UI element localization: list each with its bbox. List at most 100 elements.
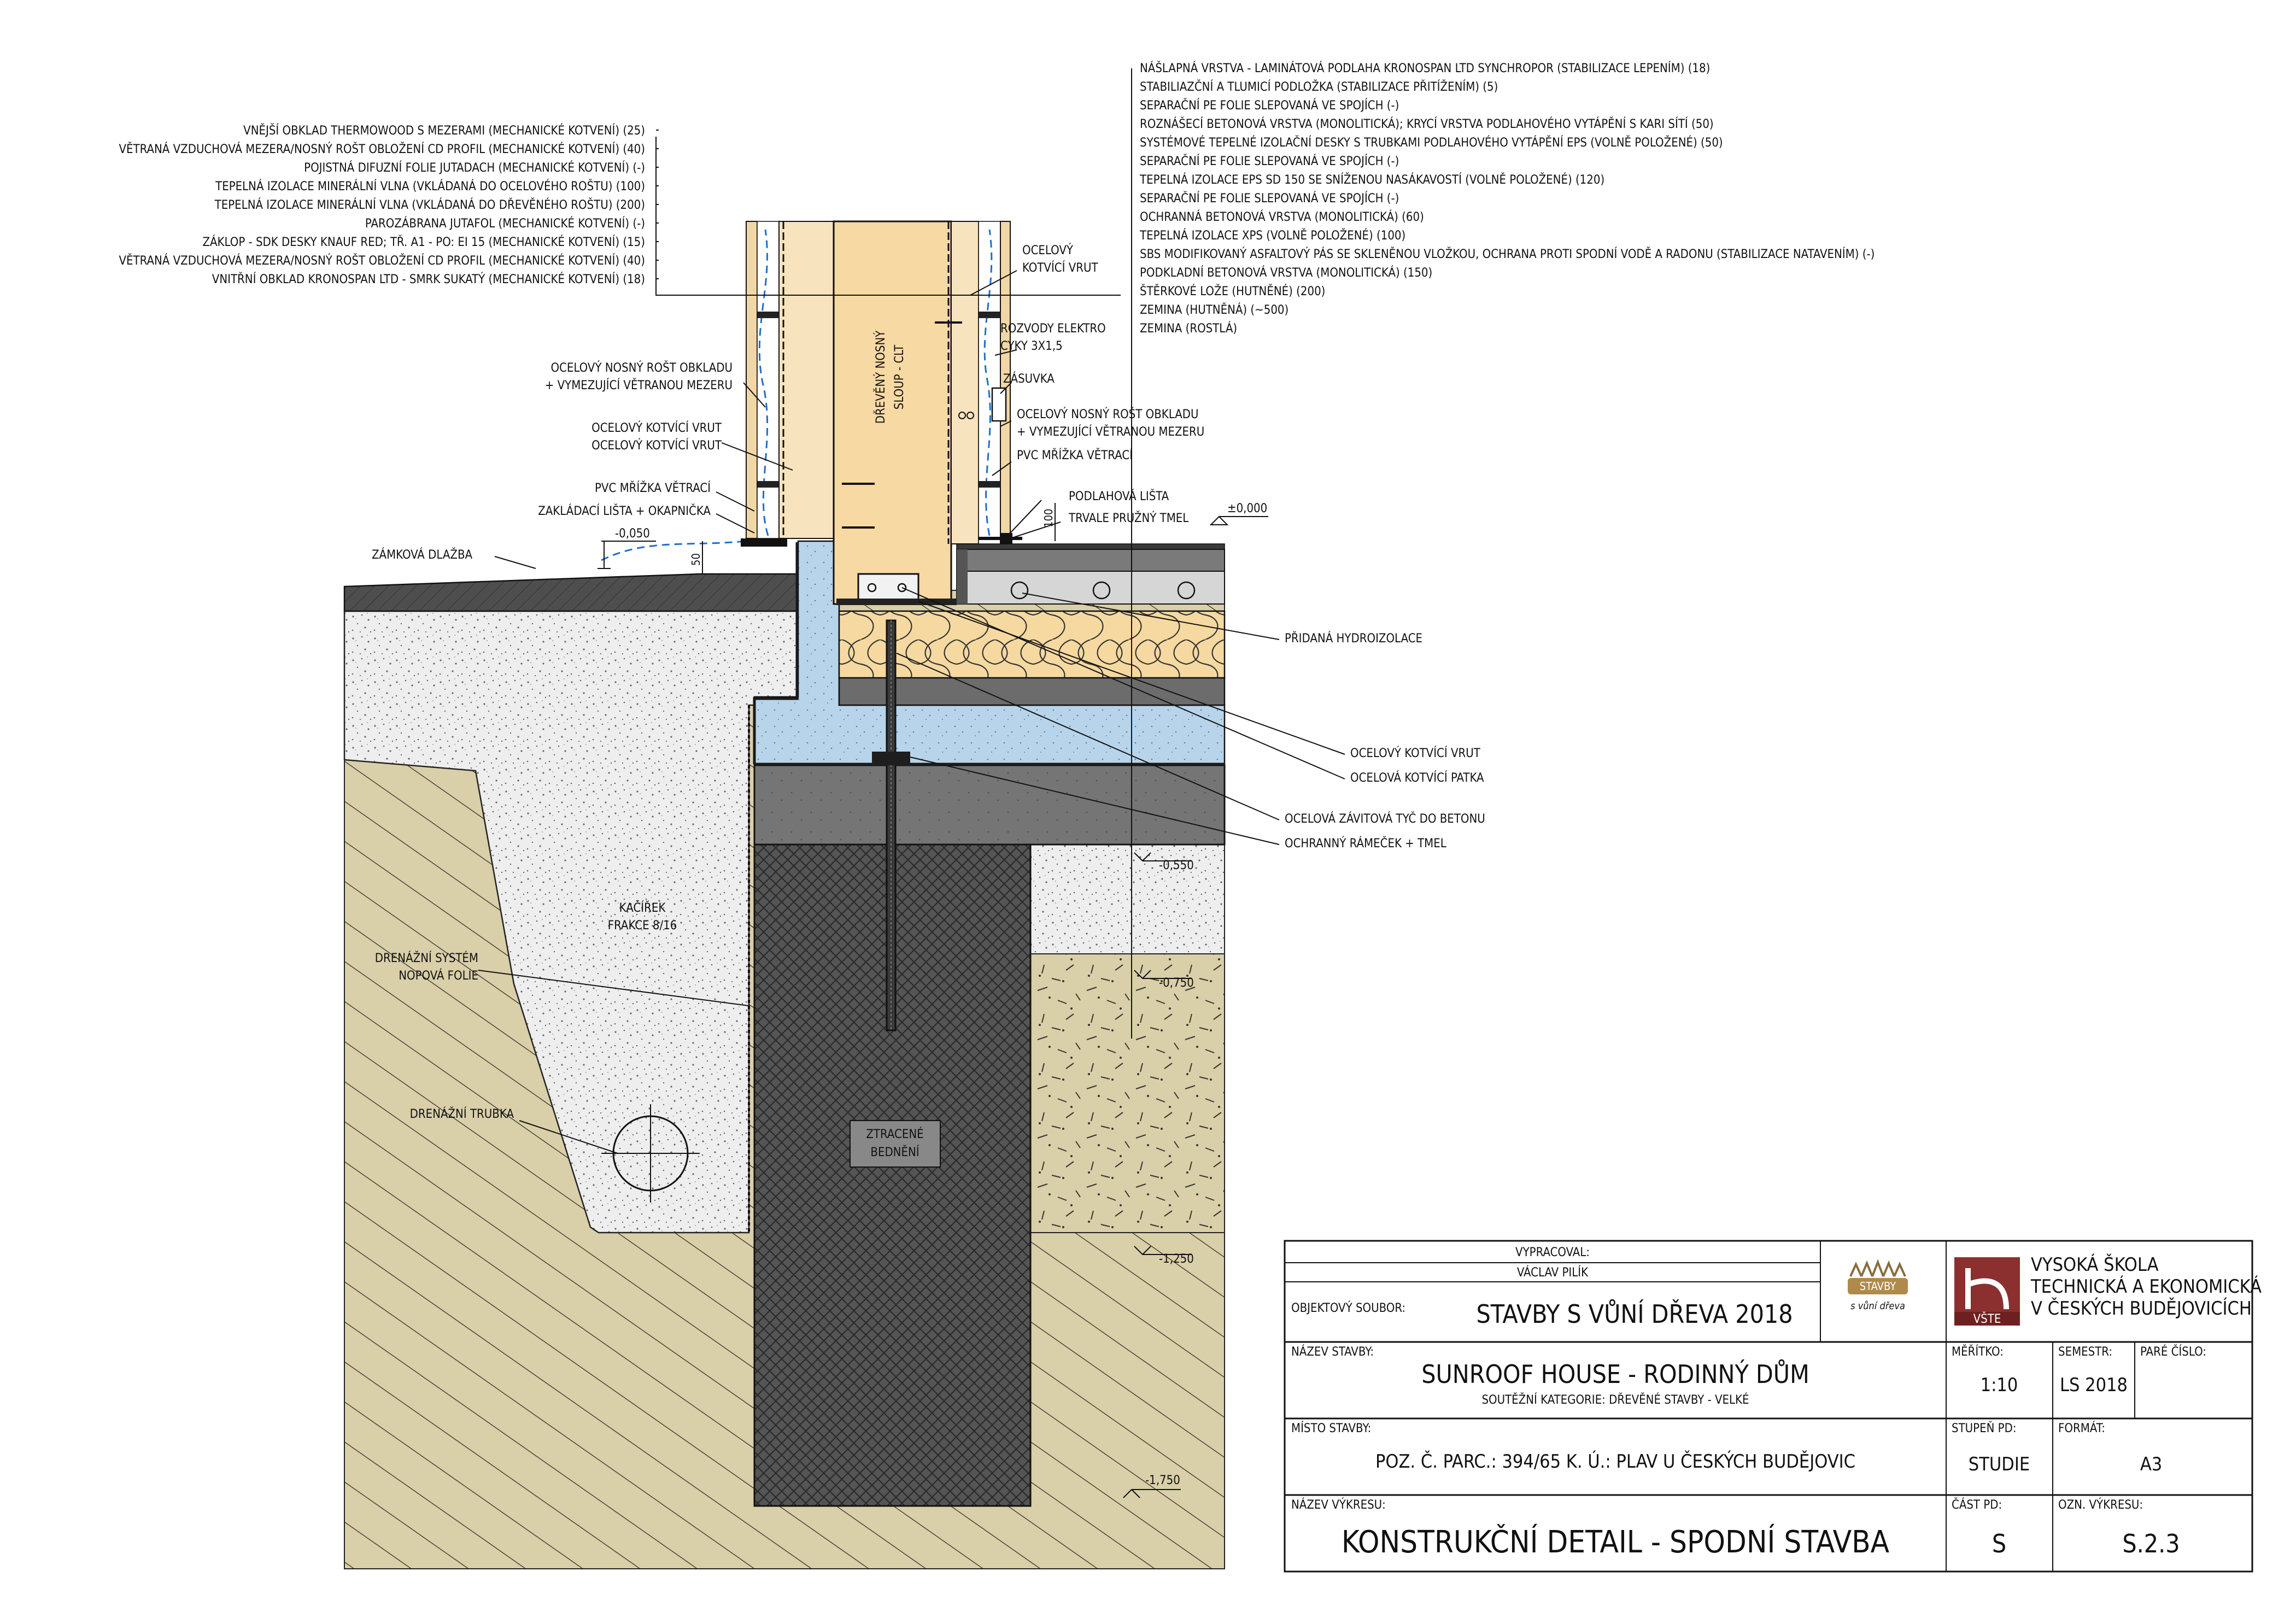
anchor-foot-plate (857, 573, 919, 602)
frame-sealant-label: OCHRANNÝ RÁMEČEK + TMEL (1285, 836, 1446, 851)
floor-edge (957, 549, 968, 604)
gravel-label-line2: FRAKCE 8/16 (608, 919, 677, 933)
logo-bottom-text: s vůní dřeva (1850, 1300, 1905, 1312)
left-layer-list: VNĚJŠÍ OBKLAD THERMOWOOD S MEZERAMI (MEC… (119, 124, 645, 286)
soil-compacted (1030, 953, 1225, 1233)
misto-value: POZ. Č. PARC.: 394/65 K. Ú.: PLAV U ČESK… (1375, 1450, 1855, 1473)
screed-concrete (956, 549, 1225, 572)
socket (991, 387, 1007, 422)
right-layer-list: NÁŠLAPNÁ VRSTVA - LAMINÁTOVÁ PODLAHA KRO… (1139, 61, 1875, 336)
heating-pipe (1177, 581, 1196, 600)
callout-labels: OCELOVÝ KOTVÍCÍ VRUT ROZVODY ELEKTRO CYK… (372, 243, 1485, 1121)
mineral-wool-left (778, 221, 834, 539)
right-layer: TEPELNÁ IZOLACE EPS SD 150 SE SNÍŽENOU N… (1139, 173, 1604, 187)
semestr-value: LS 2018 (2060, 1374, 2128, 1396)
gravel-label-line1: KAČÍŘEK (619, 901, 666, 915)
right-layer: NÁŠLAPNÁ VRSTVA - LAMINÁTOVÁ PODLAHA KRO… (1140, 61, 1710, 75)
pvc-grille-right-label: PVC MŘÍŽKA VĚTRACÍ (1017, 448, 1133, 462)
right-layer: TEPELNÁ IZOLACE XPS (VOLNĚ POLOŽENÉ) (10… (1139, 228, 1405, 243)
vypracoval-value: VÁCLAV PILÍK (1517, 1265, 1589, 1280)
left-layer: VĚTRANÁ VZDUCHOVÁ MEZERA/NOSNÝ ROŠT OBLO… (119, 142, 645, 156)
meritko-label: MĚŘÍTKO: (1952, 1345, 2004, 1359)
right-layer: ZEMINA (HUTNĚNÁ) (~500) (1140, 303, 1288, 317)
objekt-value: STAVBY S VŮNÍ DŘEVA 2018 (1476, 1299, 1793, 1329)
formwork-label-line2: BEDNĚNÍ (870, 1145, 919, 1159)
stupen-value: STUDIE (1969, 1453, 2030, 1475)
drainage-system-label: NOPOVÁ FOLIE (399, 969, 478, 983)
misto-label: MÍSTO STAVBY: (1291, 1421, 1371, 1435)
level-minus050: -0,050 (615, 527, 650, 541)
screws-left-label: OCELOVÝ KOTVÍCÍ VRUT (591, 438, 722, 453)
floor-heating-layer (956, 571, 1225, 605)
section-body: ZTRACENÉ BEDNĚNÍ KAČÍŘEK FRAKCE 8/16 DŘE… (343, 220, 1226, 1569)
laminate-floor (956, 543, 1225, 550)
cables-label: CYKY 3X1,5 (1000, 339, 1063, 353)
level-minus1750: -1,750 (1145, 1474, 1180, 1487)
left-layer: TEPELNÁ IZOLACE MINERÁLNÍ VLNA (VKLÁDANÁ… (215, 179, 645, 194)
screws-left-label: OCELOVÝ KOTVÍCÍ VRUT (591, 421, 722, 435)
left-layer: VNITŘNÍ OBKLAD KRONOSPAN LTD - SMRK SUKA… (212, 272, 645, 286)
exterior-cladding (746, 221, 758, 539)
asphalt-membrane (753, 542, 1225, 766)
grid-left-label: OCELOVÝ NOSNÝ ROŠT OBKLADU (550, 361, 733, 375)
school-line-3: V ČESKÝCH BUDĚJOVICÍCH (2031, 1297, 2252, 1320)
right-layer: SEPARAČNÍ PE FOLIE SLEPOVANÁ VE SPOJÍCH … (1140, 154, 1399, 168)
threaded-rod-label: OCELOVÁ ZÁVITOVÁ TYČ DO BETONU (1285, 812, 1485, 826)
right-layer: SBS MODIFIKOVANÝ ASFALTOVÝ PÁS SE SKLENĚ… (1140, 247, 1875, 261)
heating-pipe (1092, 581, 1111, 600)
right-layer: OCHRANNÁ BETONOVÁ VRSTVA (MONOLITICKÁ) (… (1140, 210, 1424, 224)
semestr-label: SEMESTR: (2058, 1345, 2112, 1359)
level-values: ±0,000 -0,050 50 100 -0,550 -0,750 -1,25… (615, 502, 1267, 1487)
objekt-label: OBJEKTOVÝ SOUBOR: (1291, 1301, 1405, 1315)
anchor-screw-top-label: OCELOVÝ (1022, 243, 1074, 257)
grid-right-label: OCELOVÝ NOSNÝ ROŠT OBKLADU (1017, 407, 1199, 421)
nazev-sub: SOUTĚŽNÍ KATEGORIE: DŘEVĚNÉ STAVBY - VEL… (1481, 1393, 1749, 1407)
dim-100: 100 (1042, 509, 1055, 527)
level-minus750: -0,750 (1159, 976, 1194, 990)
left-layer: VĚTRANÁ VZDUCHOVÁ MEZERA/NOSNÝ ROŠT OBLO… (119, 254, 645, 268)
level-zero: ±0,000 (1227, 502, 1267, 515)
clt-post (833, 220, 952, 605)
ozn-label: OZN. VÝKRESU: (2058, 1498, 2143, 1512)
left-layer: PAROZÁBRANA JUTAFOL (MECHANICKÉ KOTVENÍ)… (365, 216, 645, 231)
screw-right-label: OCELOVÝ KOTVÍCÍ VRUT (1350, 746, 1481, 760)
cast-label: ČÁST PD: (1952, 1498, 2002, 1512)
level-minus1250: -1,250 (1159, 1252, 1194, 1266)
dim-50: 50 (689, 553, 702, 566)
school-logo: VŠTE (1954, 1257, 2020, 1326)
right-layer: ROZNÁŠECÍ BETONOVÁ VRSTVA (MONOLITICKÁ);… (1140, 117, 1714, 131)
right-layer: SEPARAČNÍ PE FOLIE SLEPOVANÁ VE SPOJÍCH … (1140, 191, 1399, 206)
stavby-logo: STAVBY s vůní dřeva (1848, 1259, 1908, 1312)
pare-label: PARÉ ČÍSLO: (2140, 1345, 2206, 1359)
ozn-value: S.2.3 (2122, 1529, 2180, 1558)
logo-top-text: STAVBY (1860, 1280, 1896, 1293)
skirting-label: PODLAHOVÁ LIŠTA (1069, 489, 1169, 503)
paving (343, 573, 799, 612)
socket-label: ZÁSUVKA (1003, 372, 1055, 386)
title-block: VYPRACOVAL: VÁCLAV PILÍK OBJEKTOVÝ SOUBO… (1284, 1240, 2262, 1573)
right-layer: ZEMINA (ROSTLÁ) (1140, 321, 1237, 336)
post-label-line2: SLOUP - CLT (893, 344, 906, 409)
vykres-label: NÁZEV VÝKRESU: (1291, 1498, 1386, 1512)
anchor-screw-top-label: KOTVÍCÍ VRUT (1022, 261, 1099, 275)
base-strip-label: ZAKLÁDACÍ LIŠTA + OKAPNIČKA (538, 504, 711, 518)
meritko-value: 1:10 (1981, 1374, 2018, 1396)
drain-pipe-label: DRENÁŽNÍ TRUBKA (410, 1107, 514, 1121)
left-layer: TEPELNÁ IZOLACE MINERÁLNÍ VLNA (VKLÁDANÁ… (214, 198, 645, 212)
eps-insulation (838, 610, 1226, 679)
wall-section (601, 220, 1022, 605)
pvc-grille-left-label: PVC MŘÍŽKA VĚTRACÍ (595, 481, 711, 495)
level-marks (598, 503, 1268, 1498)
heating-pipe (1010, 581, 1029, 600)
right-layer: PODKLADNÍ BETONOVÁ VRSTVA (MONOLITICKÁ) … (1140, 266, 1432, 280)
paving-label: ZÁMKOVÁ DLAŽBA (372, 548, 473, 562)
grid-left-label: + VYMEZUJÍCÍ VĚTRANOU MEZERU (545, 378, 733, 392)
left-layer: ZÁKLOP - SDK DESKY KNAUF RED; TŘ. A1 - P… (202, 235, 645, 249)
ventilated-gap-right (978, 221, 1001, 544)
stupen-label: STUPEŇ PD: (1952, 1421, 2017, 1435)
format-value: A3 (2140, 1453, 2162, 1475)
drainage-system-label: DRENÁŽNÍ SYSTÉM (375, 951, 478, 965)
format-label: FORMÁT: (2058, 1421, 2105, 1435)
cast-value: S (1992, 1529, 2006, 1558)
